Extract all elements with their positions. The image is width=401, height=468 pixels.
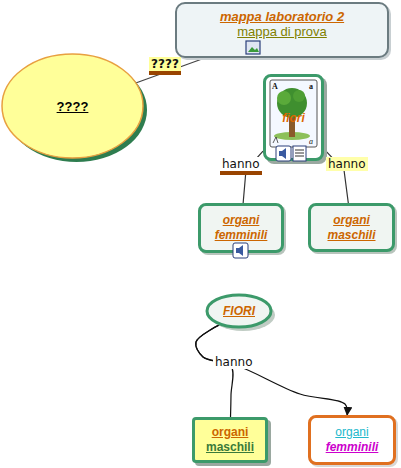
concept-box: organi femminili — [198, 203, 284, 253]
ellipse-shape — [207, 295, 271, 327]
link-label: hanno — [220, 157, 262, 175]
connector — [196, 324, 233, 417]
concept-box: organifemminili — [308, 415, 396, 465]
link-label: hanno — [326, 157, 368, 171]
node-text: femminili — [326, 440, 379, 455]
node-text: fiori — [282, 111, 305, 126]
concept-ellipse: ???? — [0, 52, 145, 160]
node-text: organi — [335, 425, 368, 440]
ellipse-shape — [2, 54, 143, 158]
card-letter: A — [272, 82, 278, 91]
concept-box: organi maschili — [308, 203, 395, 252]
node-text: mappa laboratorio 2 — [220, 9, 344, 24]
node-text: ???? — [57, 99, 89, 114]
link-label: ???? — [149, 57, 181, 75]
concept-box: mappa laboratorio 2mappa di prova — [175, 2, 389, 58]
connector — [136, 58, 205, 83]
node-text: organi femminili — [201, 213, 281, 243]
card-letter: a — [309, 137, 313, 146]
concept-box: organimaschili — [192, 417, 268, 463]
node-text: maschili — [206, 440, 254, 455]
node-text: organi maschili — [311, 213, 392, 243]
concept-ellipse: FIORI — [205, 293, 273, 329]
connector — [196, 324, 347, 415]
node-text: organi — [212, 425, 249, 440]
node-text: mappa di prova — [237, 24, 327, 39]
card-letter: a — [309, 82, 313, 91]
link-label: hanno — [213, 355, 255, 369]
node-text: FIORI — [223, 304, 255, 319]
